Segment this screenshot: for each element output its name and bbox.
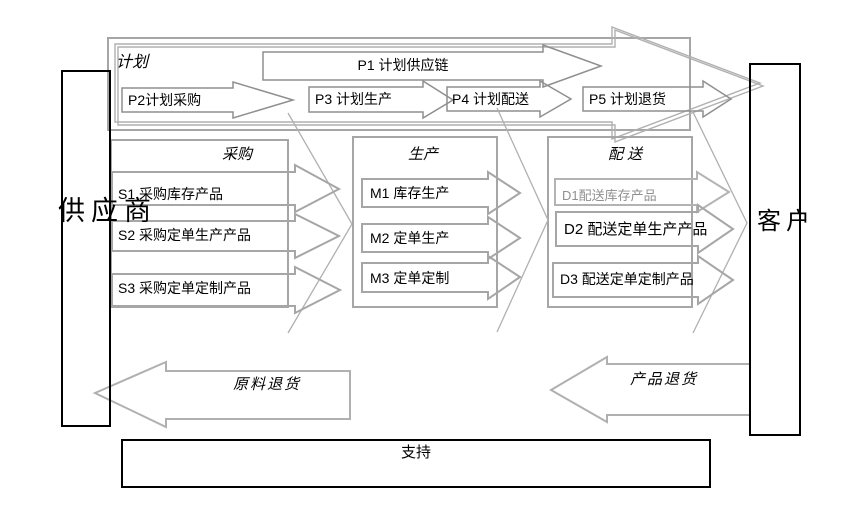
make-deliver-chevron <box>496 107 549 333</box>
m2-arrow-shape <box>361 215 522 261</box>
p4-arrow-shape <box>446 79 573 119</box>
deliver-section-label: 配 送 <box>608 146 643 163</box>
deliver-customer-chevron <box>691 109 748 334</box>
s3-arrow-shape <box>111 265 343 315</box>
product-return-arrow-shape <box>549 355 751 424</box>
material-return-label: 原料退货 <box>233 376 302 393</box>
product-return-label: 产品退货 <box>630 371 699 388</box>
m1-arrow-label: M1 库存生产 <box>370 185 450 201</box>
plan-big-arrow-shape <box>114 25 762 141</box>
p2-arrow-shape <box>121 80 296 120</box>
d1-arrow-shape <box>554 170 731 214</box>
source-make-chevron <box>287 112 353 334</box>
p4-arrow-label: P4 计划配送 <box>452 91 530 107</box>
customer-box <box>749 63 801 436</box>
d3-arrow-shape <box>552 254 735 306</box>
support-box <box>121 439 711 488</box>
s1-arrow-label: S1 采购库存产品 <box>118 186 224 202</box>
plan-big-arrow-shadow-shape <box>117 28 765 144</box>
p3-arrow-label: P3 计划生产 <box>315 91 393 107</box>
p5-arrow-label: P5 计划退货 <box>589 91 667 107</box>
m1-arrow-shape <box>361 170 522 216</box>
p2-arrow-label: P2计划采购 <box>128 92 202 108</box>
d2-arrow-label: D2 配送定单生产产品 <box>564 221 708 238</box>
make-section-label: 生产 <box>408 146 439 163</box>
supplier-label: 供应商 <box>58 196 157 226</box>
support-label: 支持 <box>400 444 431 461</box>
m3-arrow-shape <box>361 254 522 301</box>
d3-arrow-label: D3 配送定单定制产品 <box>560 271 694 287</box>
d2-arrow-shape <box>555 203 735 255</box>
m3-arrow-label: M3 定单定制 <box>370 270 450 286</box>
deliver-section-frame <box>547 136 693 308</box>
s2-arrow-shape <box>111 212 342 260</box>
p3-arrow-shape <box>308 79 455 120</box>
supplier-box <box>61 70 111 427</box>
source-section-label: 采购 <box>222 146 253 163</box>
plan-section-frame <box>107 37 691 131</box>
s2-arrow-label: S2 采购定单生产产品 <box>118 227 252 243</box>
p1-arrow-label: P1 计划供应链 <box>357 57 449 73</box>
p1-arrow-shape <box>262 43 604 89</box>
s1-arrow-shape <box>111 163 342 214</box>
d1-arrow-label: D1配送库存产品 <box>562 188 657 203</box>
customer-label: 客户 <box>757 208 815 235</box>
material-return-arrow-shape <box>92 360 351 429</box>
plan-section-label: 计划 <box>116 54 149 71</box>
m2-arrow-label: M2 定单生产 <box>370 230 450 246</box>
s3-arrow-label: S3 采购定单定制产品 <box>118 280 252 296</box>
p5-arrow-shape <box>582 79 733 119</box>
